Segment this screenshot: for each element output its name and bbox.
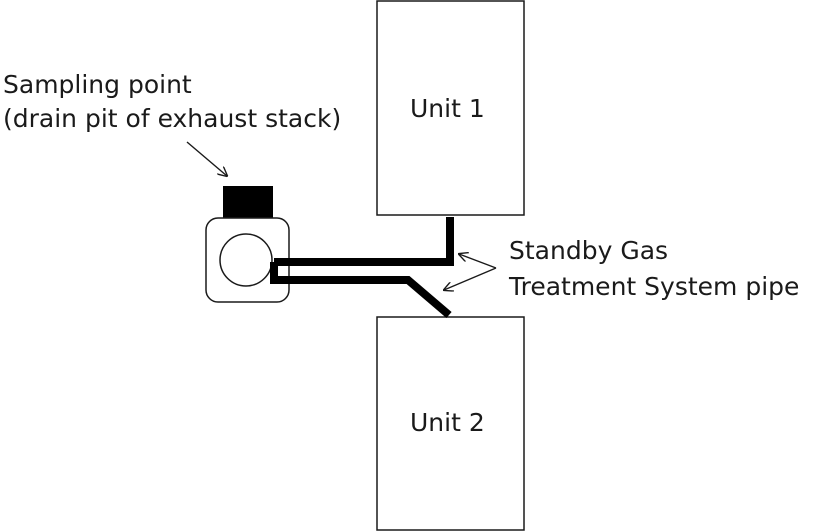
sgts-pipe-label: Standby Gas	[509, 236, 669, 265]
sampling-point-arrow	[186, 141, 227, 176]
sampling-point-label: Sampling point	[3, 70, 192, 99]
unit-2-label: Unit 2	[410, 408, 485, 437]
unit-1-building	[376, 0, 525, 216]
unit-1-label: Unit 1	[410, 94, 485, 123]
pipe-arrow-upper	[459, 254, 497, 269]
unit-2-building	[376, 316, 525, 531]
sampling-point-sublabel: (drain pit of exhaust stack)	[3, 104, 342, 133]
sgts-pipe-sublabel: Treatment System pipe	[509, 272, 800, 301]
sgts-pipe-unit-1	[274, 217, 454, 266]
pipe-arrow-lower	[444, 267, 497, 290]
sgts-pipe-unit-2	[270, 262, 452, 319]
drain-pit-circle	[219, 233, 273, 287]
exhaust-stack-top	[223, 186, 273, 219]
